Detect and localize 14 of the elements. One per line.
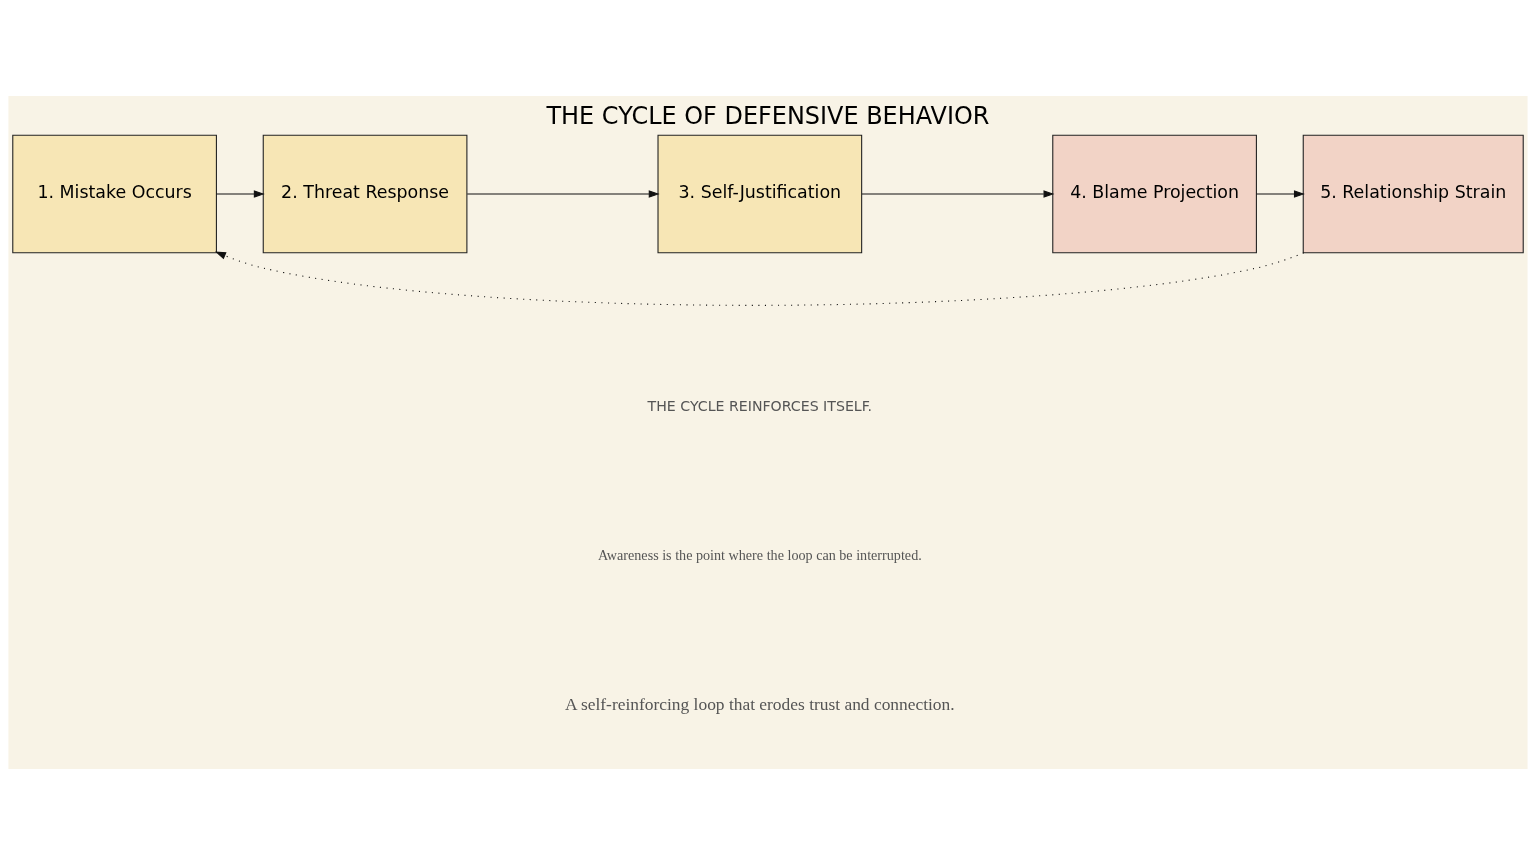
arrow	[216, 189, 265, 198]
node-box: 4. Blame Projection	[1052, 134, 1257, 253]
node-box: 5. Relationship Strain	[1302, 134, 1524, 253]
node-box: 3. Self-Justification	[657, 134, 863, 253]
node-box: 2. Threat Response	[262, 134, 468, 253]
arrow	[1256, 189, 1305, 198]
arrow	[466, 189, 660, 198]
label: A self-reinforcing loop that erodes trust and connection.	[565, 693, 955, 714]
node-box: 1. Mistake Occurs	[12, 134, 217, 253]
arrow	[861, 189, 1055, 198]
arrow	[215, 251, 1305, 306]
diagram-title: THE CYCLE OF DEFENSIVE BEHAVIOR	[546, 101, 990, 130]
label: THE CYCLE REINFORCES ITSELF.	[647, 397, 873, 414]
label: Awareness is the point where the loop can be interrupted.	[597, 546, 922, 563]
